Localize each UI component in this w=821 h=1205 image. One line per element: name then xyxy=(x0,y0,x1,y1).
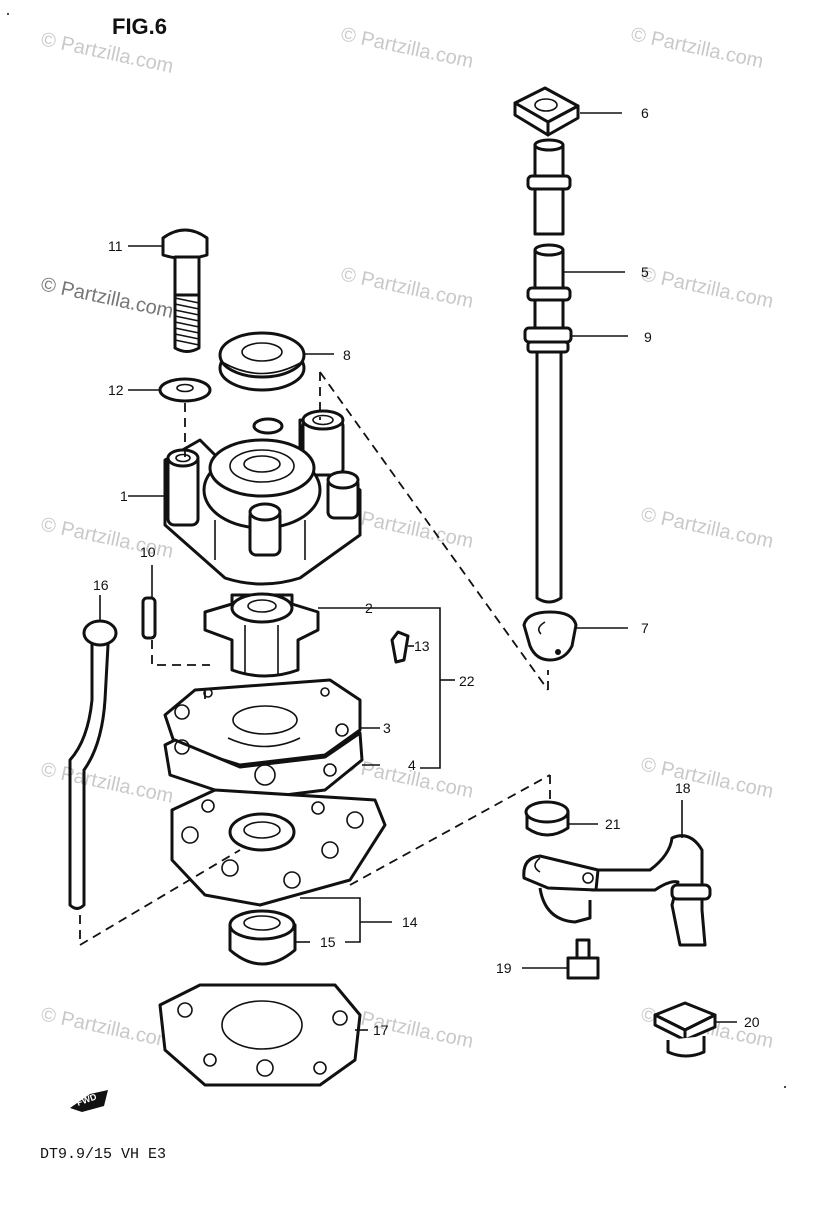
part-1-pump-case xyxy=(163,409,362,586)
callout-10: 10 xyxy=(140,544,156,560)
watermark-text: © Partzilla.com xyxy=(629,23,765,73)
callout-22: 22 xyxy=(459,673,475,689)
part-20-plug xyxy=(653,1001,717,1058)
callout-20: 20 xyxy=(744,1014,760,1030)
part-13-key xyxy=(390,630,410,664)
fwd-arrow-icon: FWD xyxy=(70,1090,108,1112)
callout-16: 16 xyxy=(93,577,109,593)
callout-labels: 1 2 3 4 5 6 7 8 9 10 11 12 13 14 15 16 1… xyxy=(93,105,760,1038)
callout-13: 13 xyxy=(414,638,430,654)
watermark-text: © Partzilla.com xyxy=(39,1003,175,1053)
callout-8: 8 xyxy=(343,347,351,363)
part-6-grommet xyxy=(513,86,580,137)
part-10-pin xyxy=(141,596,157,640)
part-21-grommet xyxy=(524,800,570,837)
part-2-impeller xyxy=(203,592,320,678)
watermark-text: © Partzilla.com xyxy=(39,758,175,808)
watermark-text: © Partzilla.com xyxy=(339,263,475,313)
part-4-plate xyxy=(163,731,364,802)
callout-17: 17 xyxy=(373,1022,389,1038)
callout-3: 3 xyxy=(383,720,391,736)
callout-11: 11 xyxy=(108,238,123,254)
callout-12: 12 xyxy=(108,382,124,398)
lower-pump-housing xyxy=(170,788,387,907)
watermark-text: © Partzilla.com xyxy=(39,273,175,323)
callout-15: 15 xyxy=(320,934,336,950)
callout-1: 1 xyxy=(120,488,128,504)
watermark-text: © Partzilla.com xyxy=(639,263,775,313)
watermark-text: © Partzilla.com xyxy=(639,753,775,803)
figure-title: FIG.6 xyxy=(112,14,167,39)
part-5-water-tube xyxy=(523,138,573,604)
part-8-seal xyxy=(218,331,306,392)
scan-speck xyxy=(7,13,9,15)
part-7-grommet xyxy=(522,610,578,662)
scan-speck xyxy=(784,1086,786,1088)
part-19-screw xyxy=(522,854,600,980)
callout-9: 9 xyxy=(644,329,652,345)
callout-4: 4 xyxy=(408,757,416,773)
part-18-hose xyxy=(580,834,712,947)
callout-14: 14 xyxy=(402,914,418,930)
callout-21: 21 xyxy=(605,816,621,832)
part-11-bolt xyxy=(161,228,209,353)
callout-5: 5 xyxy=(641,264,649,280)
part-17-gasket xyxy=(158,983,362,1087)
model-code-label: DT9.9/15 VH E3 xyxy=(40,1146,166,1163)
watermark-layer: © Partzilla.com © Partzilla.com © Partzi… xyxy=(39,23,775,1053)
callout-2: 2 xyxy=(365,600,373,616)
callout-18: 18 xyxy=(675,780,691,796)
watermark-text: © Partzilla.com xyxy=(339,23,475,73)
callout-19: 19 xyxy=(496,960,512,976)
part-15-oil-seal xyxy=(228,909,297,966)
watermark-text: © Partzilla.com xyxy=(639,503,775,553)
part-16-hose xyxy=(68,619,118,910)
alignment-lines xyxy=(79,371,551,946)
leader-lines xyxy=(99,112,737,1031)
callout-7: 7 xyxy=(641,620,649,636)
part-12-washer xyxy=(158,377,212,403)
callout-6: 6 xyxy=(641,105,649,121)
